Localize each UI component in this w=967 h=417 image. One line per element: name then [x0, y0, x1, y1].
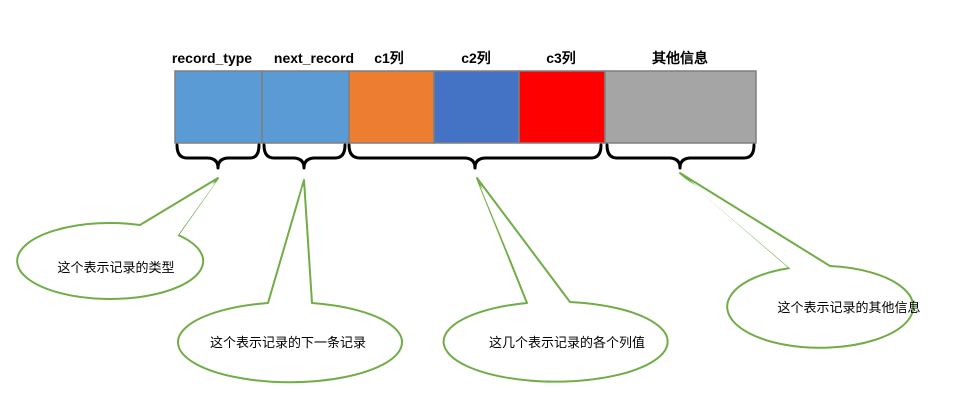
field-label-next-record: next_record: [274, 50, 354, 66]
callout-bubble-column-values: [442, 177, 669, 383]
callout-text-next-record: 这个表示记录的下一条记录: [210, 335, 366, 351]
field-label-other-info: 其他信息: [652, 50, 708, 66]
field-label-c2: c2列: [461, 50, 491, 66]
callout-text-column-values: 这几个表示记录的各个列值: [489, 335, 645, 351]
field-label-record-type: record_type: [172, 50, 252, 66]
callout-text-record-type: 这个表示记录的类型: [57, 260, 174, 276]
field-cell-c1: [348, 70, 435, 144]
brace-column-values: [347, 143, 603, 170]
field-cell-other-info: [604, 70, 757, 144]
field-cell-c2: [433, 70, 520, 144]
brace-next-record: [262, 143, 347, 170]
brace-record-type: [175, 143, 261, 170]
field-cell-next-record: [261, 70, 350, 144]
field-label-c1: c1列: [374, 50, 404, 66]
brace-other-info: [605, 143, 756, 170]
field-cell-record-type: [174, 70, 263, 144]
field-cell-c3: [518, 70, 606, 144]
field-label-c3: c3列: [546, 50, 576, 66]
callout-bubble-record-type: [16, 177, 219, 300]
callout-text-other-info: 这个表示记录的其他信息: [777, 300, 920, 316]
